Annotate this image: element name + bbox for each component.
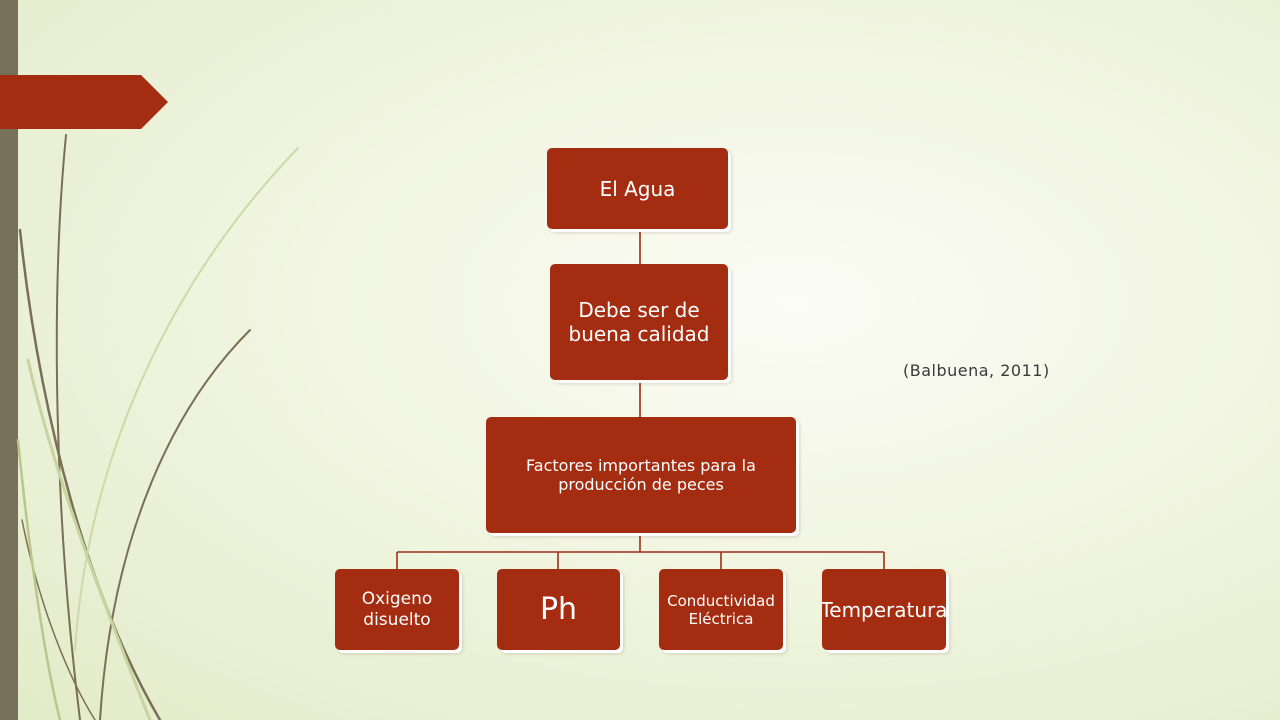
node-temperatura: Temperatura xyxy=(820,569,948,650)
node-buena-calidad: Debe ser de buena calidad xyxy=(550,264,728,380)
node-label: Oxigeno disuelto xyxy=(361,589,433,630)
node-label: Factores importantes para la producción … xyxy=(526,455,756,494)
node-label: Ph xyxy=(539,591,578,627)
grass-blades-decoration xyxy=(16,134,299,720)
node-ph: Ph xyxy=(497,569,620,650)
node-oxigeno-disuelto: Oxigeno disuelto xyxy=(335,569,459,650)
side-bar xyxy=(0,0,18,720)
node-label: Temperatura xyxy=(820,597,948,622)
node-el-agua: El Agua xyxy=(547,148,728,229)
node-conductividad: Conductividad Eléctrica xyxy=(659,569,783,650)
node-label: Debe ser de buena calidad xyxy=(568,298,710,346)
node-label: Conductividad Eléctrica xyxy=(667,591,775,628)
citation: (Balbuena, 2011) xyxy=(903,361,1050,380)
node-factores-importantes: Factores importantes para la producción … xyxy=(486,417,796,533)
node-label: El Agua xyxy=(599,176,676,201)
arrow-ribbon-shape xyxy=(0,75,168,129)
